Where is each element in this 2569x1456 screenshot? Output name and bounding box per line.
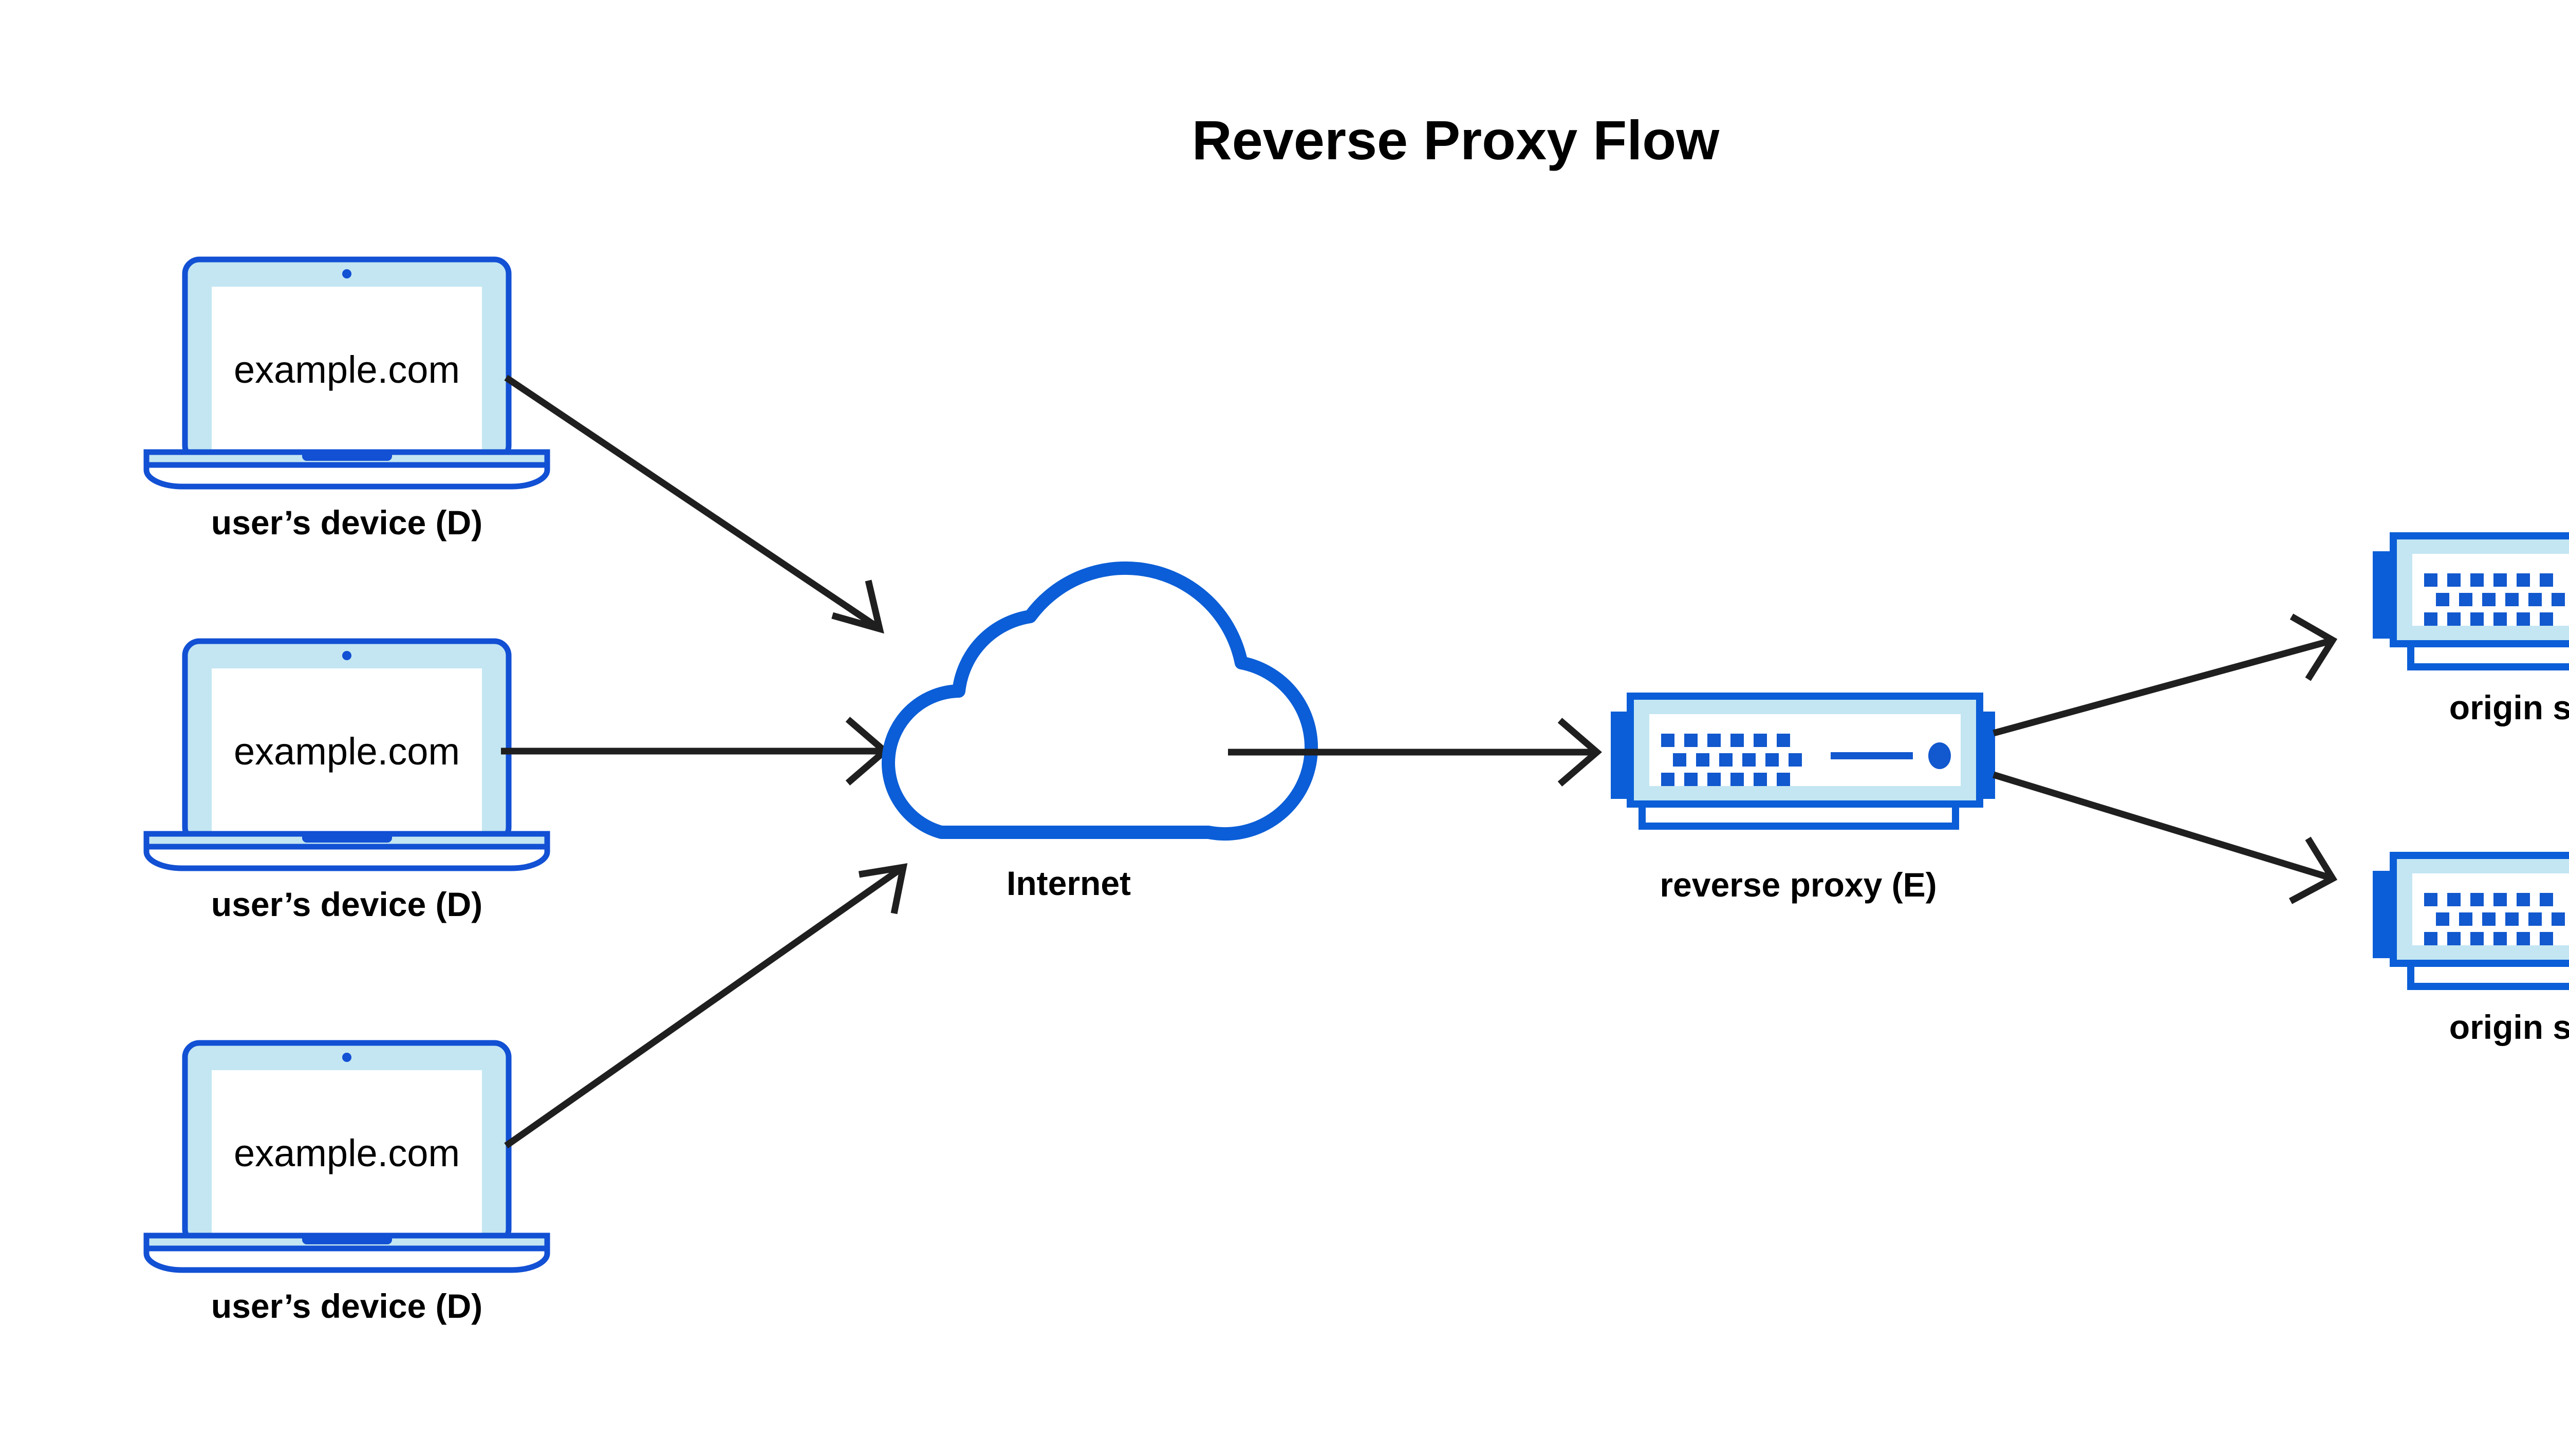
laptop-screen-url-2: example.com [234, 730, 460, 773]
laptop-screen [212, 287, 482, 453]
origin-server-label-2: origin server (F) [2449, 1008, 2569, 1046]
laptop-base-bottom [143, 462, 550, 490]
laptop-base-bottom [143, 1245, 550, 1273]
client-laptop-3[interactable]: example.com user’s device (D) [143, 1040, 550, 1325]
internet-label: Internet [1007, 864, 1131, 902]
origin-server-label-1: origin server (F) [2449, 688, 2569, 726]
server-vent-grid-icon [2424, 573, 2565, 626]
client-label-3: user’s device (D) [211, 1287, 482, 1325]
laptop-camera-icon [342, 1053, 351, 1062]
page-title: Reverse Proxy Flow [1192, 109, 1720, 171]
laptop-trackpad-notch-icon [302, 450, 392, 461]
laptop-camera-icon [342, 269, 351, 278]
internet-cloud[interactable]: Internet [881, 561, 1318, 902]
laptop-screen-url-1: example.com [234, 348, 460, 391]
client-laptop-2[interactable]: example.com user’s device (D) [143, 638, 550, 923]
server-faceplate [1649, 714, 1961, 786]
origin-server-1[interactable]: origin server (F) [2373, 532, 2569, 726]
cloud-icon [881, 561, 1318, 841]
laptop-base-bottom [143, 844, 550, 871]
laptop-screen-url-3: example.com [234, 1132, 460, 1174]
laptop-trackpad-notch-icon [302, 1233, 392, 1244]
arrow-proxy-to-origin2 [1993, 771, 2338, 904]
client-label-2: user’s device (D) [211, 885, 482, 923]
arrow-client2-to-internet [501, 717, 890, 786]
arrow-client3-to-internet [504, 863, 908, 1149]
laptop-trackpad-notch-icon [302, 831, 392, 843]
reverse-proxy-label: reverse proxy (E) [1660, 866, 1937, 904]
server-vent-grid-icon [2424, 893, 2565, 945]
origin-server-2[interactable]: origin server (F) [2373, 852, 2569, 1046]
server-vent-grid-icon [1661, 734, 1802, 786]
client-laptop-1[interactable]: example.com user’s device (D) [143, 256, 550, 542]
laptop-screen [212, 668, 482, 835]
server-status-led-icon [1928, 742, 1951, 769]
reverse-proxy-server[interactable]: reverse proxy (E) [1611, 693, 1995, 904]
laptop-screen [212, 1070, 482, 1237]
laptop-camera-icon [342, 651, 351, 660]
client-label-1: user’s device (D) [211, 503, 482, 542]
arrow-client1-to-internet [504, 375, 884, 634]
arrow-internet-to-proxy [1228, 718, 1602, 787]
arrow-proxy-to-origin1 [1993, 613, 2338, 737]
